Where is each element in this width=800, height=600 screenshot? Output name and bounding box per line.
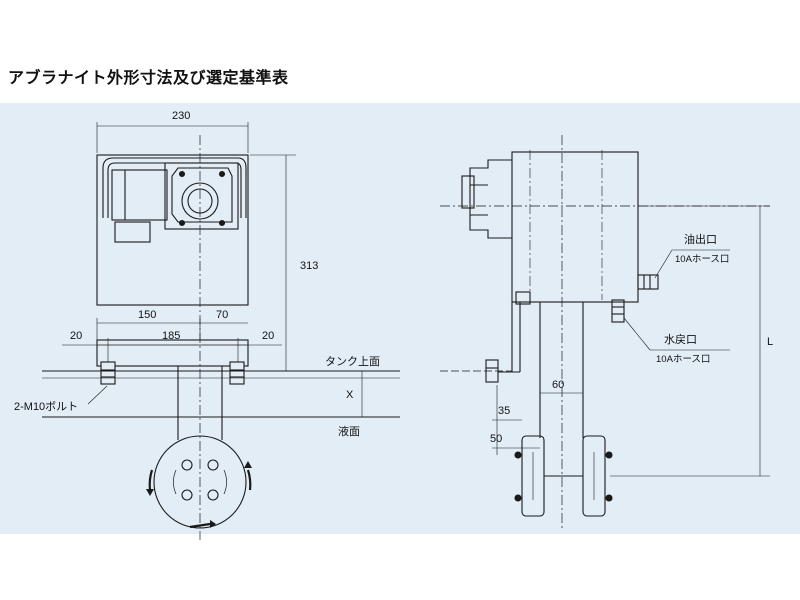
water-return-fitting [611,299,625,323]
x-label: X [346,389,354,401]
bolt-right [229,361,245,385]
front-body-outline [96,154,249,306]
front-view [42,122,400,540]
rotation-arrow-bottom [189,522,211,529]
water-return-label: 水戻口 [664,333,697,346]
oil-outlet-fitting [637,274,659,290]
tank-top-label: タンク上面 [325,355,380,368]
dim-right-20: 20 [262,330,274,342]
base-plate [96,339,249,367]
rotation-arrow-left [148,469,154,491]
liquid-surface-label: 液面 [338,424,360,438]
gearbox [164,162,239,230]
rotation-arrow-right [246,469,252,491]
water-return-hose: 10Aホース口 [656,354,710,365]
bolt-label: 2-M10ボルト [14,400,78,413]
motor-housing [102,157,247,218]
dim-overall-width: 230 [172,110,190,122]
oil-outlet-label: 油出口 [684,232,717,246]
dim-50: 50 [490,433,502,445]
dim-60: 60 [552,379,564,391]
rotor-disk [153,435,247,529]
dim-left-20: 20 [70,330,82,342]
dim-35: 35 [498,405,510,417]
side-body [511,151,639,303]
page-title: アブラナイト外形寸法及び選定基準表 [8,68,289,87]
dim-height: 313 [300,260,318,272]
bolt-left [100,361,116,385]
l-label: L [767,336,773,348]
oil-outlet-hose: 10Aホース口 [675,254,729,265]
dim-70: 70 [216,309,228,321]
motor [111,169,168,221]
dim-150: 150 [138,309,156,321]
drawing-panel [0,103,800,534]
dim-185: 185 [162,330,180,342]
side-view [440,135,770,530]
terminal-box [114,221,151,243]
side-motor [469,159,512,239]
shaft-circle [181,182,219,220]
